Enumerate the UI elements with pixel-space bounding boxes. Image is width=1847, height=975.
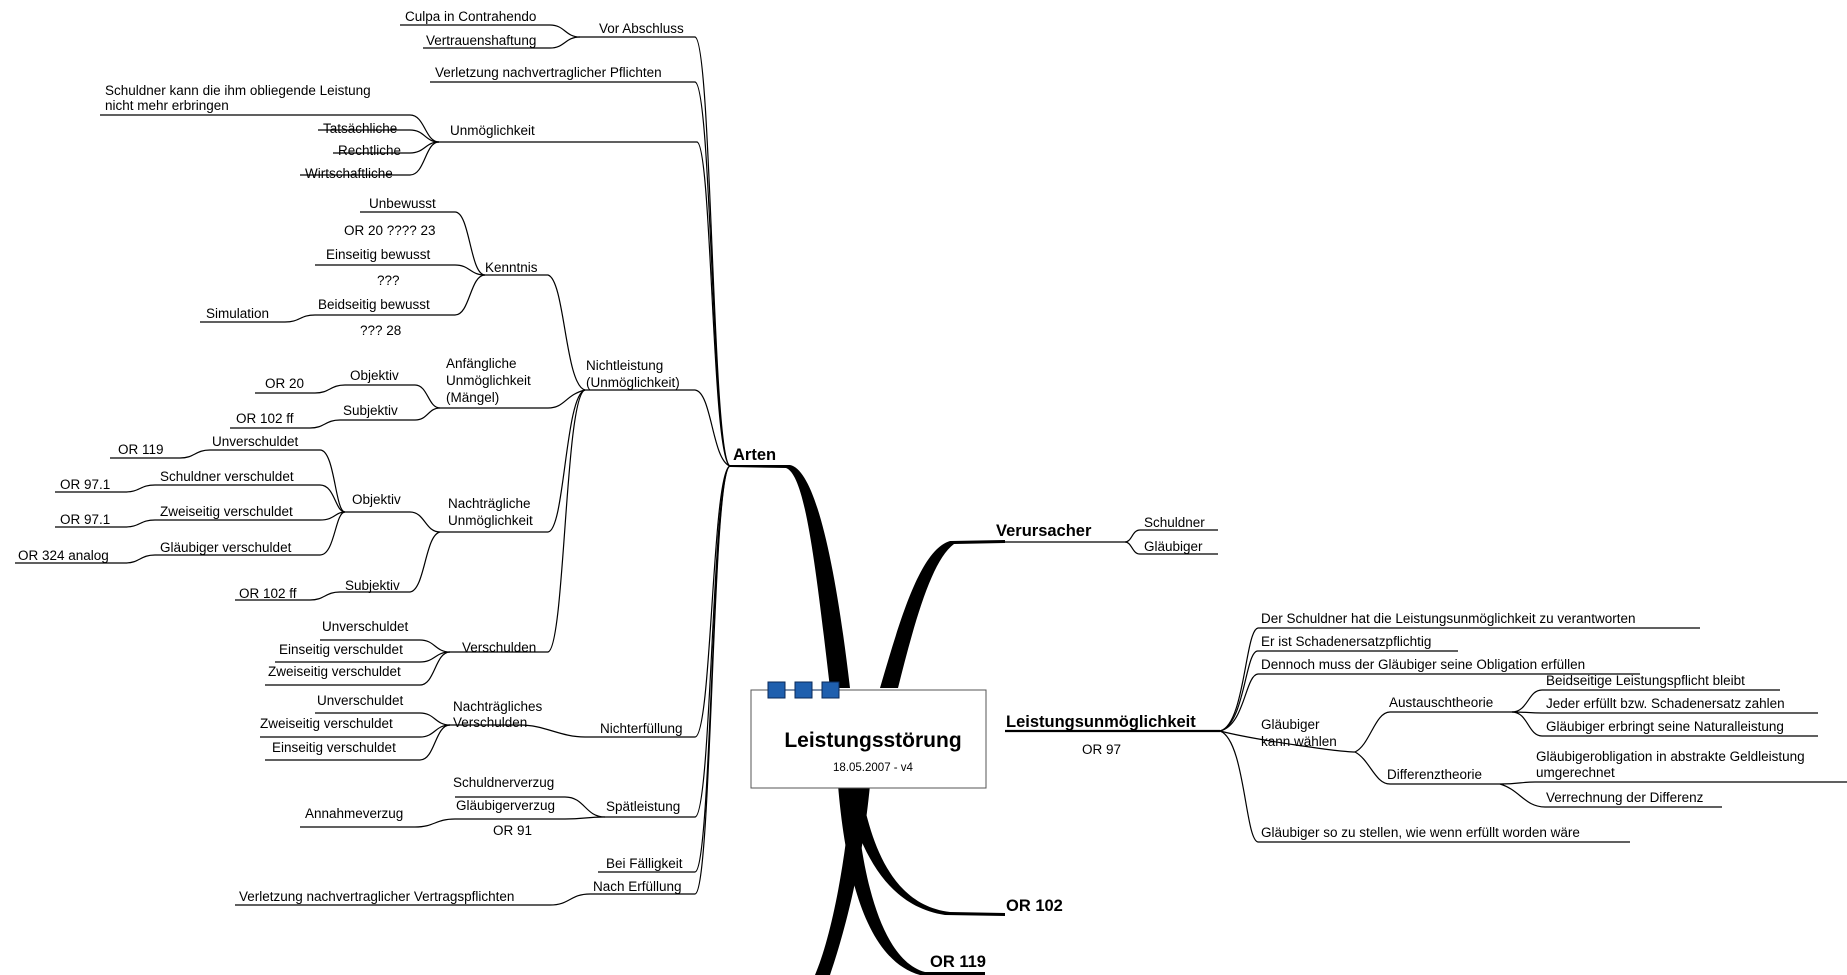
- anfaengliche-objektiv[interactable]: Objektiv: [350, 368, 399, 383]
- lu-waehlen-line1[interactable]: Gläubiger: [1261, 717, 1320, 732]
- branch-verursacher: [880, 540, 1005, 688]
- arten-spaetleistung[interactable]: Spätleistung: [606, 799, 680, 814]
- arten-verschulden[interactable]: Verschulden: [462, 640, 536, 655]
- lu-differenztheorie[interactable]: Differenztheorie: [1387, 767, 1482, 782]
- lu-item-stellen[interactable]: Gläubiger so zu stellen, wie wenn erfüll…: [1261, 825, 1580, 840]
- spaet-glaeubigerverzug[interactable]: Gläubigerverzug: [456, 798, 555, 813]
- objektiv-or119: OR 119: [118, 442, 164, 457]
- arten-kenntnis[interactable]: Kenntnis: [485, 260, 538, 275]
- kenntnis-beidseitig-bewusst[interactable]: Beidseitig bewusst: [318, 297, 430, 312]
- arten-vor-abschluss[interactable]: Vor Abschluss: [599, 21, 684, 36]
- branch-arten: [730, 465, 850, 688]
- arten-nichterfuellung[interactable]: Nichterfüllung: [600, 721, 683, 736]
- topic-arten[interactable]: Arten: [733, 446, 776, 464]
- verschulden-zweiseitig[interactable]: Zweiseitig verschuldet: [268, 664, 401, 679]
- lu-austauschtheorie[interactable]: Austauschtheorie: [1389, 695, 1493, 710]
- topic-or102[interactable]: OR 102: [1006, 897, 1063, 915]
- spaet-annahmeverzug[interactable]: Annahmeverzug: [305, 806, 403, 821]
- spaet-or91: OR 91: [493, 823, 532, 838]
- kenntnis-simulation[interactable]: Simulation: [206, 306, 269, 321]
- anfaengliche-line2[interactable]: Unmöglichkeit: [446, 373, 531, 388]
- nachtraegliche-subjektiv[interactable]: Subjektiv: [345, 578, 400, 593]
- schuldner-kann-line2[interactable]: nicht mehr erbringen: [105, 98, 229, 113]
- verursacher-glaeubiger[interactable]: Gläubiger: [1144, 539, 1203, 554]
- objektiv-or97-1-a: OR 97.1: [60, 477, 110, 492]
- nach-erfuellung-verletzung[interactable]: Verletzung nachvertraglicher Vertragspfl…: [239, 889, 514, 904]
- arten-rechtliche[interactable]: Rechtliche: [338, 143, 401, 158]
- verursacher-schuldner[interactable]: Schuldner: [1144, 515, 1205, 530]
- nachtraegliche-line1[interactable]: Nachträgliche: [448, 496, 531, 511]
- objektiv-zweiseitig-verschuldet[interactable]: Zweiseitig verschuldet: [160, 504, 293, 519]
- lu-item-verantworten[interactable]: Der Schuldner hat die Leistungsunmöglich…: [1261, 611, 1635, 626]
- arten-culpa[interactable]: Culpa in Contrahendo: [405, 9, 536, 24]
- arten-nach-erfuellung[interactable]: Nach Erfüllung: [593, 879, 682, 894]
- verschulden-unverschuldet[interactable]: Unverschuldet: [322, 619, 409, 634]
- differenz-geldleistung-line1[interactable]: Gläubigerobligation in abstrakte Geldlei…: [1536, 749, 1805, 764]
- kenntnis-einseitig-bewusst[interactable]: Einseitig bewusst: [326, 247, 431, 262]
- nichtleistung-line2[interactable]: (Unmöglichkeit): [586, 375, 680, 390]
- nichtleistung-line1[interactable]: Nichtleistung: [586, 358, 663, 373]
- kenntnis-qqq28: ??? 28: [360, 323, 401, 338]
- branch-down-c: [815, 785, 870, 975]
- topic-verursacher[interactable]: Verursacher: [996, 522, 1092, 540]
- topic-leistungsunmoeglichkeit[interactable]: Leistungsunmöglichkeit: [1006, 713, 1196, 731]
- arten-tatsaechliche[interactable]: Tatsächliche: [323, 121, 397, 136]
- objektiv-unverschuldet[interactable]: Unverschuldet: [212, 434, 299, 449]
- arten-lines: [15, 24, 731, 906]
- nachtraegliche-objektiv[interactable]: Objektiv: [352, 492, 401, 507]
- nachtr-unverschuldet[interactable]: Unverschuldet: [317, 693, 404, 708]
- anfaengliche-line1[interactable]: Anfängliche: [446, 356, 517, 371]
- spaet-schuldnerverzug[interactable]: Schuldnerverzug: [453, 775, 554, 790]
- nachtraegliche-line2[interactable]: Unmöglichkeit: [448, 513, 533, 528]
- topic-or119[interactable]: OR 119: [930, 953, 986, 971]
- verschulden-einseitig[interactable]: Einseitig verschuldet: [279, 642, 403, 657]
- central-node[interactable]: Leistungsstörung 18.05.2007 - v4: [750, 681, 987, 789]
- arten-unmoeglichkeit[interactable]: Unmöglichkeit: [450, 123, 535, 138]
- anfaengliche-or102ff: OR 102 ff: [236, 411, 294, 426]
- differenz-verrechnung[interactable]: Verrechnung der Differenz: [1546, 790, 1704, 805]
- anfaengliche-or20: OR 20: [265, 376, 304, 391]
- branch-down-b: [838, 785, 985, 975]
- lu-waehlen-line2[interactable]: kann wählen: [1261, 734, 1337, 749]
- schuldner-kann-line1[interactable]: Schuldner kann die ihm obliegende Leistu…: [105, 83, 371, 98]
- austausch-beidseitig[interactable]: Beidseitige Leistungspflicht bleibt: [1546, 673, 1745, 688]
- arten-wirtschaftliche[interactable]: Wirtschaftliche: [305, 166, 393, 181]
- differenz-geldleistung-line2[interactable]: umgerechnet: [1536, 765, 1615, 780]
- objektiv-glaeubiger-verschuldet[interactable]: Gläubiger verschuldet: [160, 540, 292, 555]
- nachtr-verschulden-line1[interactable]: Nachträgliches: [453, 699, 543, 714]
- lu-reference: OR 97: [1082, 742, 1121, 757]
- kenntnis-or20-23: OR 20 ???? 23: [344, 223, 436, 238]
- nachtr-zweiseitig[interactable]: Zweiseitig verschuldet: [260, 716, 393, 731]
- kenntnis-qqq: ???: [377, 273, 400, 288]
- austausch-jeder[interactable]: Jeder erfüllt bzw. Schadenersatz zahlen: [1546, 696, 1785, 711]
- kenntnis-unbewusst[interactable]: Unbewusst: [369, 196, 436, 211]
- nachtr-verschulden-line2[interactable]: Verschulden: [453, 715, 527, 730]
- nachtr-einseitig[interactable]: Einseitig verschuldet: [272, 740, 396, 755]
- anfaengliche-subjektiv[interactable]: Subjektiv: [343, 403, 398, 418]
- central-date: 18.05.2007 - v4: [833, 762, 914, 774]
- arten-vertrauenshaftung[interactable]: Vertrauenshaftung: [426, 33, 536, 48]
- lu-item-schadenersatz[interactable]: Er ist Schadenersatzpflichtig: [1261, 634, 1431, 649]
- lu-item-dennoch[interactable]: Dennoch muss der Gläubiger seine Obligat…: [1261, 657, 1585, 672]
- austausch-naturalleistung[interactable]: Gläubiger erbringt seine Naturalleistung: [1546, 719, 1784, 734]
- subjektiv-or102ff: OR 102 ff: [239, 586, 297, 601]
- central-title: Leistungsstörung: [784, 729, 961, 752]
- main-branches: [730, 465, 1005, 975]
- arten-bei-faelligkeit[interactable]: Bei Fälligkeit: [606, 856, 683, 871]
- lu-lines: [1219, 627, 1847, 843]
- objektiv-or97-1-b: OR 97.1: [60, 512, 110, 527]
- anfaengliche-line3[interactable]: (Mängel): [446, 390, 499, 405]
- topic-icon: [767, 681, 840, 699]
- objektiv-schuldner-verschuldet[interactable]: Schuldner verschuldet: [160, 469, 294, 484]
- verursacher-children: [1005, 529, 1218, 555]
- objektiv-or324: OR 324 analog: [18, 548, 109, 563]
- arten-verletzung-nachvertraglich[interactable]: Verletzung nachvertraglicher Pflichten: [435, 65, 662, 80]
